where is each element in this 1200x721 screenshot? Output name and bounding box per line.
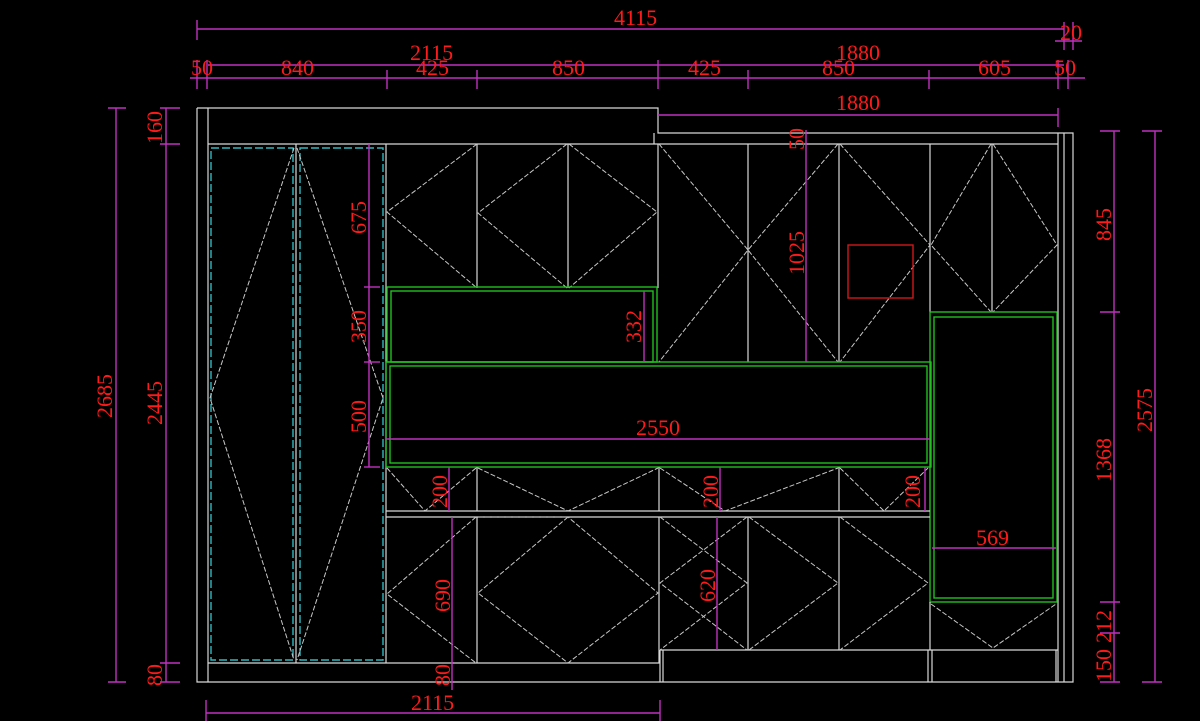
niche-upper [386, 286, 658, 363]
dim-lower-mid: 620 [695, 569, 720, 602]
outlet-box [847, 244, 914, 299]
dimension-lines [108, 20, 1162, 721]
dim-overall-width: 4115 [614, 5, 657, 30]
dim-left-top-cap: 160 [142, 111, 167, 144]
dim-lower-plinth: 80 [430, 664, 455, 686]
dim-tall-upper: 675 [346, 201, 371, 234]
dimension-labels: 4115 20 2115 1880 50 840 425 850 425 850… [92, 5, 1157, 715]
drawer-row [386, 467, 930, 518]
dim-left-plinth: 80 [142, 664, 167, 686]
dim-left-inner-height: 2445 [142, 381, 167, 425]
dim-top-row-3: 425 [416, 55, 449, 80]
dim-right-lower-1: 212 [1091, 610, 1116, 643]
tall-glass-doors [209, 147, 384, 661]
dim-right-total: 2575 [1132, 388, 1157, 432]
dim-tall-shelf: 500 [346, 400, 371, 433]
dim-right-top-width: 1880 [836, 90, 880, 115]
dim-drawer-3: 200 [900, 475, 925, 508]
dim-top-row-4: 850 [552, 55, 585, 80]
cabinet-outline [196, 107, 1074, 683]
dim-tall-niche: 350 [346, 310, 371, 343]
dim-top-row-2: 840 [281, 55, 314, 80]
dim-right-section: 1880 [836, 40, 880, 65]
dim-right-middle: 1368 [1091, 438, 1116, 482]
dim-bottom-width: 2115 [411, 690, 454, 715]
dim-top-row-6: 850 [822, 55, 855, 80]
dim-drawer-1: 200 [427, 475, 452, 508]
tall-niche [929, 311, 1058, 603]
upper-right-doors [658, 143, 1058, 363]
dim-top-row-1: 50 [191, 55, 213, 80]
dim-top-row-5: 425 [688, 55, 721, 80]
dim-top-row-7: 605 [978, 55, 1011, 80]
dim-drawer-2: 200 [698, 475, 723, 508]
dim-left-section: 2115 [410, 40, 453, 65]
dim-top-gap: 50 [784, 128, 809, 150]
glass-door-left [210, 147, 294, 661]
lower-doors [386, 516, 1057, 664]
dim-lower-left: 690 [430, 579, 455, 612]
dim-upper-door-height: 1025 [784, 231, 809, 275]
dim-right-upper: 845 [1091, 208, 1116, 241]
dim-right-lower-2: 150 [1091, 649, 1116, 682]
dim-top-row-8: 50 [1054, 55, 1076, 80]
dim-top-offset: 20 [1060, 20, 1082, 45]
dim-left-total-height: 2685 [92, 374, 117, 418]
dim-niche-height: 332 [621, 310, 646, 343]
upper-left-doors [386, 143, 659, 289]
dim-shelf-width: 2550 [636, 415, 680, 440]
open-shelves [385, 286, 1058, 603]
dim-tall-niche-width: 569 [976, 525, 1009, 550]
